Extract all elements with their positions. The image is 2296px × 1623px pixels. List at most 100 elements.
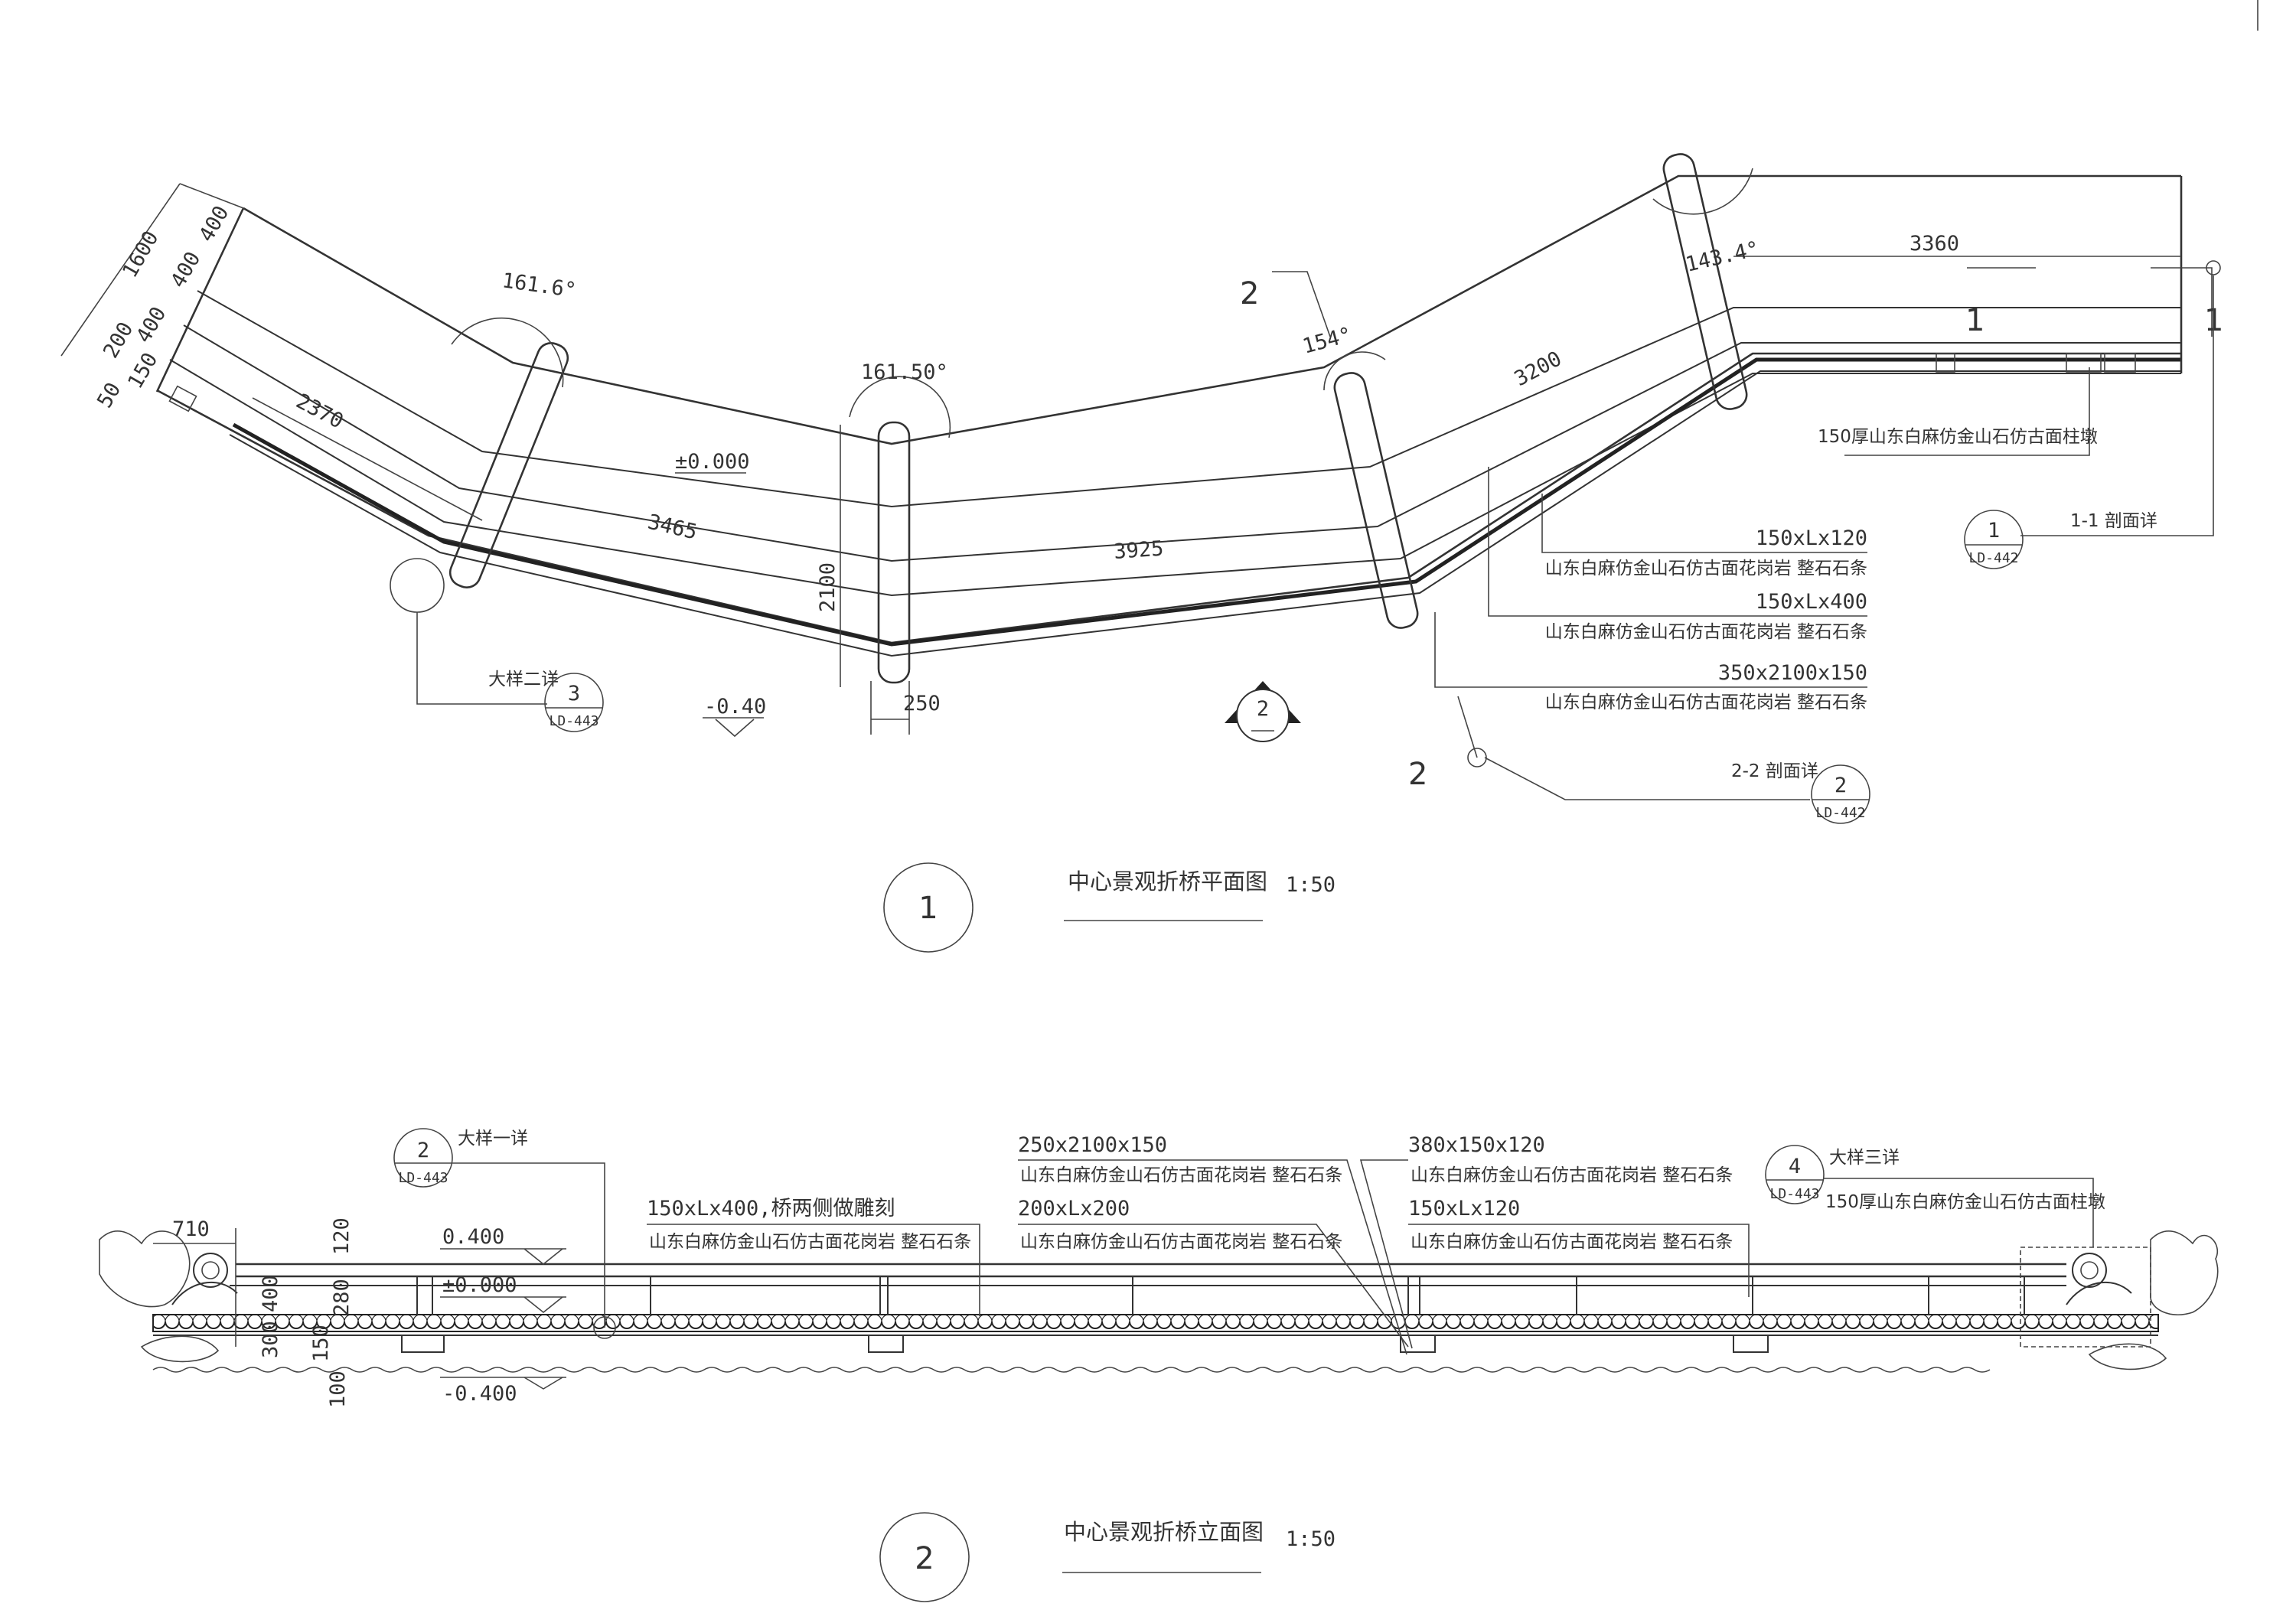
elev-dim-400: 400 (259, 1275, 282, 1312)
note-1-material: 山东白麻仿金山石仿古面花岗岩 整石石条 (1545, 559, 1867, 578)
elev-right-ornament (2020, 1230, 2219, 1370)
sec22-label: 2-2 剖面详 (1731, 761, 1818, 781)
plan-end-left (155, 207, 245, 393)
section-2-bottom-label: 2 (1408, 757, 1427, 792)
dim-2100: 2100 (816, 562, 840, 612)
elev-left-ornament (99, 1230, 238, 1363)
level-zero-plan: ±0.000 (675, 450, 750, 474)
section-1-bubble (2206, 260, 2221, 275)
deck-line-2 (197, 290, 2181, 508)
elevation-marker-circle (1236, 689, 1290, 742)
end-block-right-2 (2104, 353, 2136, 373)
elevation-marker-num: 2 (1257, 697, 1269, 721)
elev-level-zero-tri (523, 1296, 563, 1314)
elev-note-5-spec: 150xLx120 (1408, 1197, 1520, 1221)
section-1-left-label: 1 (1965, 303, 1985, 338)
elev-title-number: 2 (915, 1541, 934, 1576)
elev-pier-3 (1400, 1335, 1436, 1353)
detail2-label: 大样二详 (488, 670, 559, 689)
elev-note-3-leader (1018, 1224, 1409, 1348)
sec22-sheet: LD-442 (1815, 805, 1865, 821)
dim-line-left-ext (60, 183, 181, 357)
leader-note-3 (1434, 612, 1867, 688)
plan-title-number: 1 (918, 891, 938, 926)
elev-level-top: 0.400 (442, 1225, 504, 1249)
sec11-sheet: LD-442 (1968, 550, 2018, 566)
elev-level-low: -0.400 (442, 1382, 517, 1406)
bridge-plan: 1600 200 50 150 400 400 400 2370 3465 39… (60, 153, 2223, 953)
dim-50: 50 (93, 379, 126, 412)
end-block-right-3 (1936, 353, 1955, 373)
elev-dim-300: 300 (259, 1321, 282, 1358)
elev-note-4-spec: 380x150x120 (1408, 1133, 1545, 1157)
detail2-leader (416, 612, 547, 705)
dim-200: 200 (99, 318, 138, 363)
leader-sec11 (2020, 275, 2214, 536)
section-2-bubble (1467, 748, 1487, 768)
dim-2370: 2370 (292, 389, 347, 434)
level-low-plan: -0.40 (704, 695, 766, 719)
dim-250: 250 (903, 692, 941, 715)
elev-dim-150: 150 (309, 1325, 333, 1362)
note-1-spec: 150xLx120 (1756, 526, 1867, 550)
leader-note-1 (1541, 494, 1867, 553)
section-2-top-label: 2 (1240, 276, 1259, 311)
leader-pier-note (1844, 367, 2090, 456)
leader-sec22 (1484, 757, 1810, 800)
note-2-spec: 150xLx400 (1756, 590, 1867, 614)
detail1-label: 大样一详 (458, 1129, 528, 1149)
dim-400a: 400 (132, 303, 171, 347)
dim-1600: 1600 (118, 227, 163, 282)
note-2-material: 山东白麻仿金山石仿古面花岗岩 整石石条 (1545, 622, 1867, 642)
sec11-num: 1 (1988, 519, 2000, 543)
detail2-bubble (544, 673, 604, 732)
detail1-bubble (393, 1128, 453, 1188)
sec22-num: 2 (1835, 774, 1847, 797)
elev-note-1-spec: 150xLx400,桥两侧做雕刻 (647, 1197, 895, 1221)
dim-line-2370 (252, 397, 483, 521)
level-low-triangle (715, 719, 755, 738)
elev-note-2-leader (1018, 1159, 1407, 1355)
sec11-label: 1-1 剖面详 (2070, 511, 2157, 531)
elev-pier-2 (868, 1335, 904, 1353)
elev-title: 中心景观折桥立面图 (1064, 1519, 1264, 1545)
elev-water-line (152, 1367, 1991, 1373)
elev-level-low-tri (523, 1377, 563, 1390)
end-block-right-1 (2066, 353, 2102, 373)
post-bend-1 (448, 342, 569, 588)
section-2-top-mark (1272, 271, 1331, 337)
elev-level-zero: ±0.000 (442, 1273, 517, 1297)
detail1-sheet: LD-443 (398, 1170, 448, 1186)
angle-arc-4 (1652, 168, 1753, 215)
detail3-num: 4 (1789, 1155, 1801, 1178)
dim-150: 150 (123, 349, 162, 393)
elev-note-2-material: 山东白麻仿金山石仿古面花岗岩 整石石条 (1020, 1165, 1342, 1185)
detail3-label: 大样三详 (1829, 1148, 1900, 1168)
elev-note-3-spec: 200xLx200 (1018, 1197, 1130, 1221)
deck-line-4 (169, 359, 2181, 597)
dim-400b: 400 (166, 248, 205, 292)
plan-scale: 1:50 (1286, 873, 1336, 897)
bridge-elevation: 0.400 ±0.000 -0.400 710 120 400 280 300 … (99, 1128, 2219, 1602)
plan-pier-note: 150厚山东白麻仿金山石仿古面柱墩 (1818, 427, 2098, 447)
angle-161-6: 161.6° (501, 269, 578, 302)
section-2-bottom-mark (1457, 696, 1478, 758)
deck-carved-edge (232, 357, 2181, 647)
elev-note-5-leader (1408, 1224, 1750, 1297)
dim-3925: 3925 (1113, 537, 1164, 564)
detail2-circle-plan (390, 558, 445, 613)
elev-note-5-material: 山东白麻仿金山石仿古面花岗岩 整石石条 (1411, 1232, 1733, 1252)
angle-143-4: 143.4° (1684, 237, 1762, 277)
dim-line-left-ext2 (179, 183, 244, 209)
section-1-right-mark (2151, 267, 2213, 337)
deck-line-3 (183, 324, 2181, 562)
detail2-num: 3 (568, 682, 580, 706)
deck-edge-bottom (156, 352, 2181, 644)
post-bend-3 (1333, 372, 1419, 629)
elev-dim-710-text: 710 (172, 1217, 210, 1241)
leader-note-2 (1488, 467, 1867, 617)
detail3-leader (1824, 1178, 2094, 1247)
elev-carved-band (152, 1314, 2159, 1332)
